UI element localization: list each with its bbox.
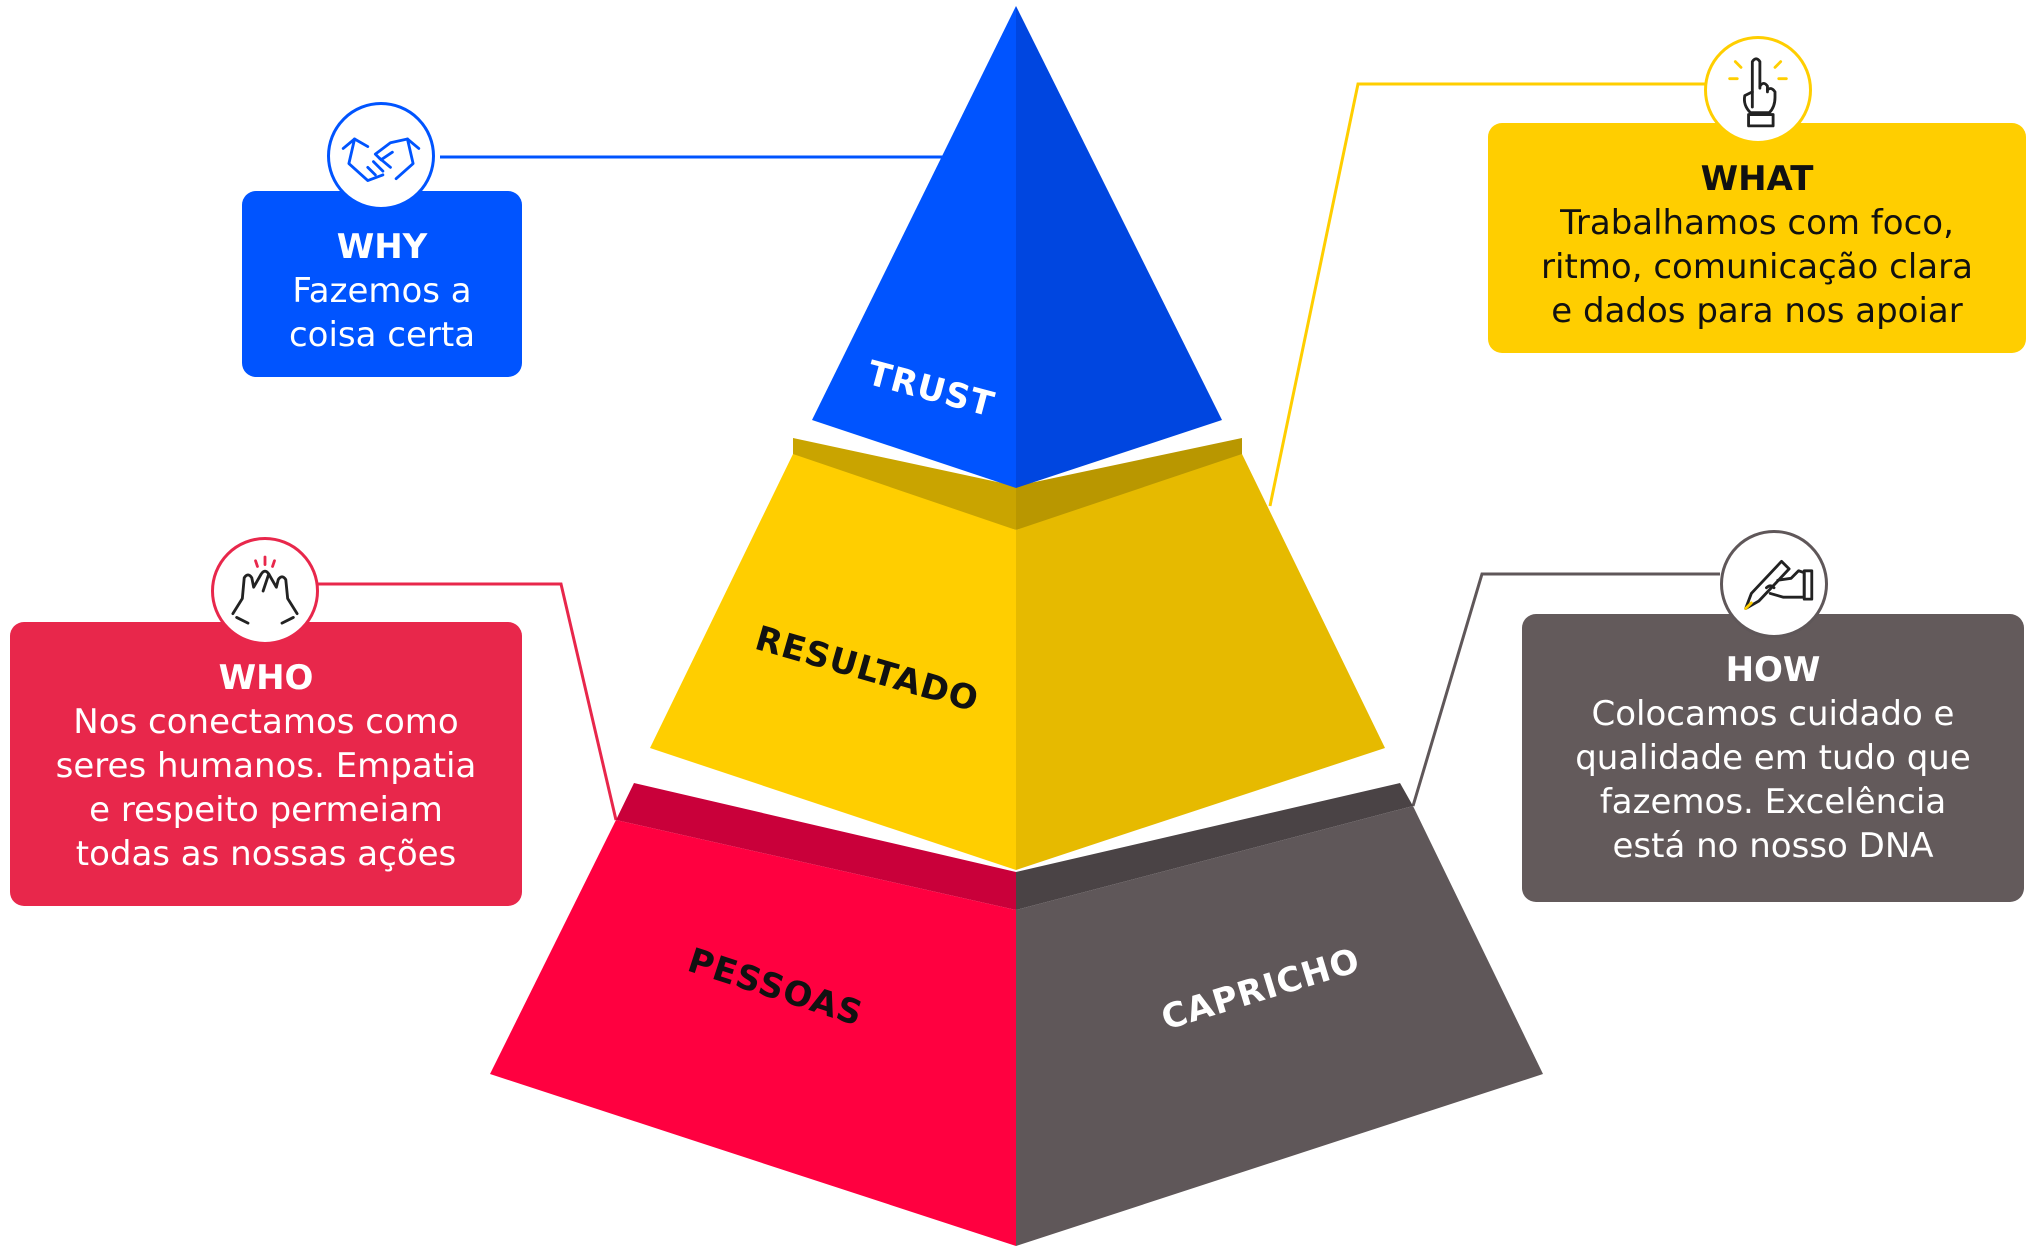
raised-finger-icon bbox=[1704, 36, 1812, 144]
handshake-icon bbox=[327, 102, 435, 210]
trust-right-face bbox=[1016, 6, 1222, 488]
who-title: WHO bbox=[218, 658, 314, 698]
who-line-4: todas as nossas ações bbox=[75, 834, 457, 874]
what-line-3: e dados para nos apoiar bbox=[1551, 291, 1963, 331]
resultado-shadow-left bbox=[793, 438, 1016, 530]
resultado-left-face bbox=[650, 454, 1016, 870]
why-line-1: Fazemos a bbox=[292, 271, 472, 311]
resultado-right-face bbox=[1016, 454, 1385, 870]
how-title: HOW bbox=[1725, 650, 1821, 690]
resultado-shadow-right bbox=[1016, 438, 1242, 530]
how-line-4: está no nosso DNA bbox=[1612, 826, 1934, 866]
what-line-1: Trabalhamos com foco, bbox=[1560, 203, 1954, 243]
how-connector-line bbox=[1411, 572, 1720, 807]
hand-writing-icon bbox=[1720, 530, 1828, 638]
who-card: WHO Nos conectamos como seres humanos. E… bbox=[10, 622, 522, 906]
how-line-2: qualidade em tudo que bbox=[1575, 738, 1971, 778]
what-card: WHAT Trabalhamos com foco, ritmo, comuni… bbox=[1488, 123, 2026, 353]
how-line-3: fazemos. Excelência bbox=[1599, 782, 1947, 822]
who-line-1: Nos conectamos como bbox=[73, 702, 459, 742]
why-card: WHY Fazemos a coisa certa bbox=[242, 191, 522, 377]
high-five-icon bbox=[211, 537, 319, 645]
what-connector-line bbox=[1268, 82, 1710, 507]
who-line-3: e respeito permeiam bbox=[89, 790, 443, 830]
what-title: WHAT bbox=[1700, 159, 1814, 199]
why-title: WHY bbox=[336, 227, 428, 267]
how-card: HOW Colocamos cuidado e qualidade em tud… bbox=[1522, 614, 2024, 902]
pessoas-segment bbox=[490, 820, 1016, 1246]
capricho-segment bbox=[1016, 806, 1543, 1246]
capricho-shadow bbox=[1016, 783, 1413, 910]
how-line-1: Colocamos cuidado e bbox=[1591, 694, 1955, 734]
who-line-2: seres humanos. Empatia bbox=[55, 746, 477, 786]
what-line-2: ritmo, comunicação clara bbox=[1541, 247, 1973, 287]
pessoas-shadow bbox=[616, 783, 1016, 910]
trust-left-face bbox=[812, 6, 1016, 488]
who-connector-line bbox=[316, 582, 618, 821]
why-line-2: coisa certa bbox=[288, 315, 476, 355]
